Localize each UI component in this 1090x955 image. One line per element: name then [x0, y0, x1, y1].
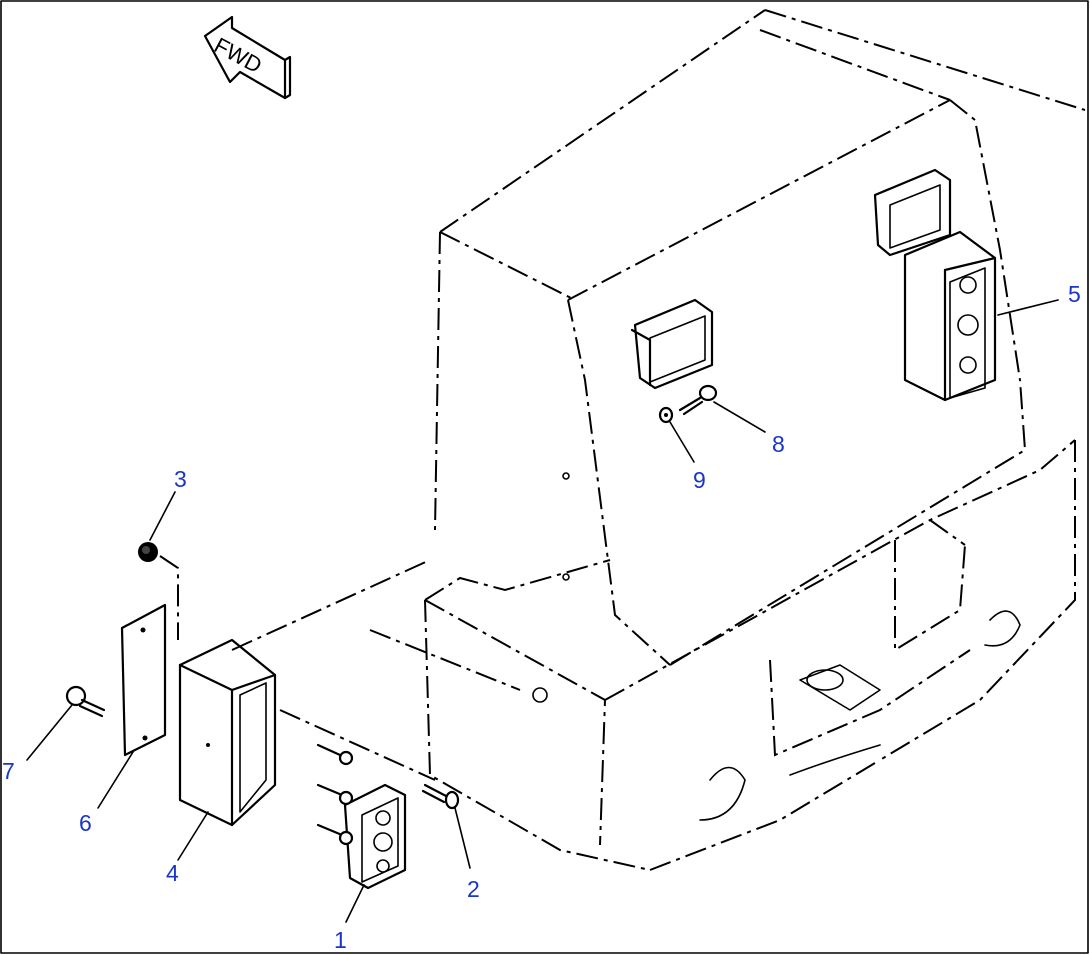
part-1-lamp-unit: [316, 743, 407, 890]
callout-7: 7: [2, 758, 15, 784]
part-6-plate: [120, 603, 167, 757]
housing-left-lamp: [630, 298, 714, 390]
part-8-bolt: [678, 384, 718, 416]
callout-4: 4: [166, 860, 179, 886]
callout-8: 8: [772, 431, 785, 457]
leader-lines: [26, 299, 1059, 923]
part-2-screw: [421, 783, 460, 810]
part-5-rear-lamp: [873, 168, 997, 402]
fwd-arrow: FWD: [203, 15, 292, 100]
callouts: 1 2 3 4 5 6 7 8 9: [2, 281, 1081, 953]
part-4-bracket: [178, 559, 436, 827]
callout-6: 6: [79, 810, 92, 836]
part-3-nut: [138, 542, 179, 640]
callout-3: 3: [174, 466, 187, 492]
callout-2: 2: [467, 876, 480, 902]
callout-9: 9: [693, 467, 706, 493]
part-7-bolt: [65, 685, 106, 718]
callout-1: 1: [334, 927, 347, 953]
machine-body: [369, 9, 1086, 871]
part-9-washer: [658, 406, 674, 424]
callout-5: 5: [1068, 281, 1081, 307]
